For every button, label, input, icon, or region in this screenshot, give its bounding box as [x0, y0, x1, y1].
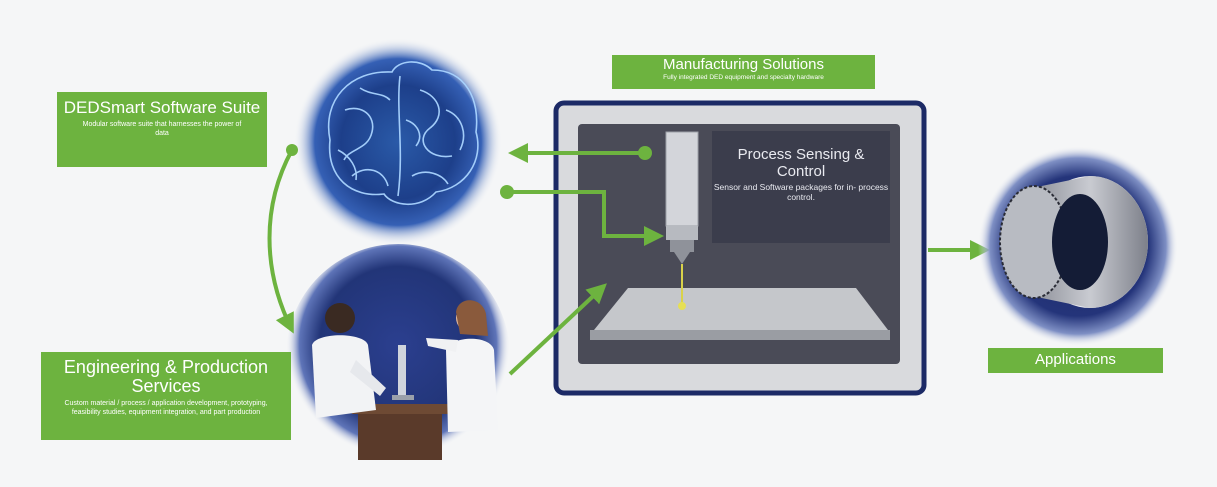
engineers-icon	[286, 244, 510, 468]
dedsmart-description: Modular software suite that harnesses th…	[82, 120, 242, 137]
engineering-title: Engineering & Production Services	[63, 357, 269, 396]
dedsmart-software-suite-box: DEDSmart Software Suite Modular software…	[57, 92, 267, 167]
applications-title: Applications	[1035, 351, 1116, 368]
manufacturing-title: Manufacturing Solutions	[663, 56, 824, 73]
engineering-description: Custom material / process / application …	[64, 399, 268, 416]
process-sensing-control-panel: Process Sensing & Control Sensor and Sof…	[712, 131, 890, 243]
cylinder-part-icon	[978, 146, 1178, 346]
manufacturing-description: Fully integrated DED equipment and speci…	[663, 73, 824, 81]
applications-box: Applications	[988, 348, 1163, 373]
process-sensing-title: Process Sensing & Control	[737, 146, 865, 180]
cycle-arrow	[267, 144, 298, 334]
process-sensing-description: Sensor and Software packages for in- pro…	[713, 182, 889, 202]
brain-icon	[294, 38, 502, 246]
engineering-production-services-box: Engineering & Production Services Custom…	[41, 352, 291, 440]
dedsmart-title: DEDSmart Software Suite	[63, 98, 261, 117]
manufacturing-solutions-box: Manufacturing Solutions Fully integrated…	[612, 55, 875, 89]
connector-arrows	[500, 143, 990, 376]
